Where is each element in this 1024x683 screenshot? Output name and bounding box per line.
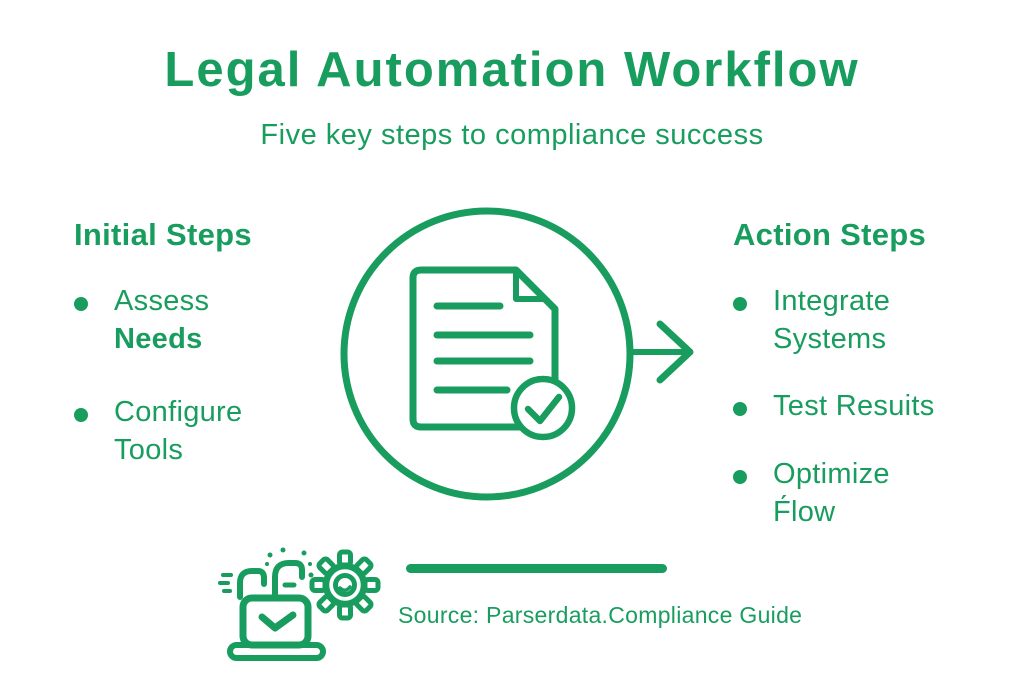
- list-item-line: Tools: [114, 434, 184, 466]
- bullet-dot: [733, 470, 747, 484]
- initial-steps-heading: Initial Steps: [74, 217, 252, 252]
- workflow-circle: [340, 207, 634, 501]
- arrow-right-icon: [627, 320, 694, 384]
- list-item: Configure Tools: [74, 393, 242, 469]
- list-item: Integrate Systems: [733, 282, 890, 358]
- list-item-line: Assess: [114, 285, 210, 317]
- list-item-line: Test Resuits: [773, 390, 935, 422]
- check-icon: [524, 393, 563, 425]
- document-icon: [409, 266, 576, 441]
- list-item-line: F́low: [773, 496, 836, 528]
- list-item: Optimize F́low: [733, 455, 890, 531]
- action-steps-heading: Action Steps: [733, 217, 927, 252]
- center-graphic: [340, 207, 694, 501]
- list-item-line: Optimize: [773, 458, 890, 490]
- list-item-line: Integrate: [773, 285, 891, 317]
- list-item-line: Needs: [114, 323, 203, 355]
- document-fold: [513, 269, 546, 302]
- check-circle: [510, 375, 576, 441]
- list-item-line: Systems: [773, 323, 887, 355]
- page-title: Legal Automation Workflow: [164, 43, 860, 97]
- list-item: Assess Needs: [74, 282, 209, 358]
- gear-icon: [309, 549, 381, 621]
- list-item: Test Resuits: [733, 387, 935, 425]
- source-text: Source: Parserdata.Compliance Guide: [398, 602, 803, 628]
- laptop-check-icon: [218, 547, 326, 661]
- divider-line: [406, 564, 667, 573]
- page-subtitle: Five key steps to compliance success: [260, 119, 764, 151]
- list-item-line: Configure: [114, 396, 243, 428]
- bullet-dot: [74, 297, 88, 311]
- bullet-dot: [733, 402, 747, 416]
- bullet-dot: [74, 408, 88, 422]
- document-lines: [433, 302, 534, 394]
- bullet-dot: [733, 297, 747, 311]
- footer-icons: [218, 547, 381, 661]
